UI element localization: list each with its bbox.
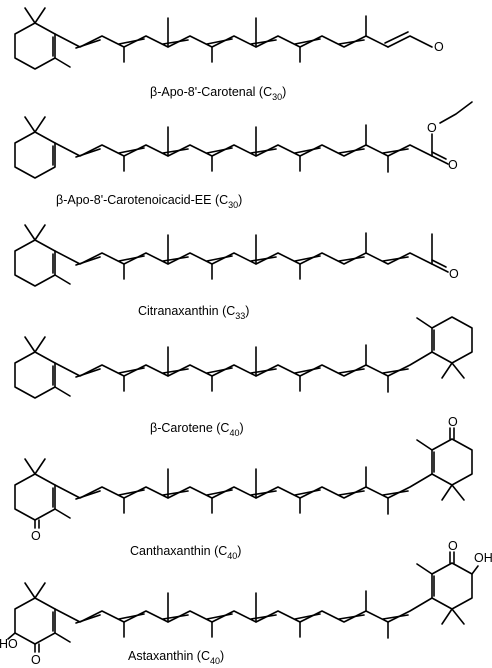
right-ring-ketone-oxygen: O (448, 415, 458, 429)
structure-apo-carotenoic-ester: O O β-Apo-8'-Carotenoicacid-EE (C30) (14, 101, 473, 210)
structure-beta-carotene: β-Carotene (C40) (14, 316, 473, 438)
compound-subscript-beta-carotene: 40 (229, 428, 239, 438)
structure-astaxanthin: O HO O OH Astaxanthin (C40) (0, 539, 492, 667)
svg-text:β-Apo-8'-Carotenoicacid-EE (C3: β-Apo-8'-Carotenoicacid-EE (C30) (56, 193, 242, 210)
svg-text:Citranaxanthin (C33): Citranaxanthin (C33) (138, 304, 249, 321)
left-ring-ketone-oxygen: O (31, 653, 41, 667)
ester-oxygen-label: O (427, 121, 437, 135)
compound-name-astaxanthin: Astaxanthin (C (128, 649, 210, 663)
left-ring-ketone-oxygen: O (31, 529, 41, 543)
ketone-oxygen-label: O (449, 267, 459, 281)
structure-apo-carotenal: O β-Apo-8'-Carotenal (C30) (14, 7, 444, 102)
compound-name-apo-carotenal: β-Apo-8'-Carotenal (C (150, 85, 272, 99)
right-hydroxyl-label: OH (474, 551, 492, 565)
svg-text:Canthaxanthin (C40): Canthaxanthin (C40) (130, 544, 241, 561)
compound-paren-apo-carotenoic-ester: ) (238, 193, 242, 207)
carbonyl-oxygen-label: O (448, 158, 458, 172)
svg-text:β-Carotene (C40): β-Carotene (C40) (150, 421, 244, 438)
compound-subscript-astaxanthin: 40 (210, 656, 220, 666)
compound-name-apo-carotenoic-ester: β-Apo-8'-Carotenoicacid-EE (C (56, 193, 228, 207)
compound-paren-beta-carotene: ) (239, 421, 243, 435)
compound-paren-canthaxanthin: ) (237, 544, 241, 558)
compound-paren-apo-carotenal: ) (282, 85, 286, 99)
compound-name-beta-carotene: β-Carotene (C (150, 421, 229, 435)
compound-subscript-canthaxanthin: 40 (227, 551, 237, 561)
compound-paren-citranaxanthin: ) (245, 304, 249, 318)
compound-subscript-apo-carotenoic-ester: 30 (228, 200, 238, 210)
svg-text:Astaxanthin (C40): Astaxanthin (C40) (128, 649, 224, 666)
compound-subscript-citranaxanthin: 33 (235, 311, 245, 321)
structure-canthaxanthin: O O Canthaxanthin (C40) (14, 415, 473, 561)
compound-paren-astaxanthin: ) (220, 649, 224, 663)
oxygen-atom-label: O (434, 40, 444, 54)
right-ring-ketone-oxygen: O (448, 539, 458, 553)
structure-citranaxanthin: O Citranaxanthin (C33) (14, 224, 459, 321)
compound-name-canthaxanthin: Canthaxanthin (C (130, 544, 227, 558)
compound-subscript-apo-carotenal: 30 (272, 92, 282, 102)
left-hydroxyl-label: HO (0, 637, 18, 651)
svg-text:β-Apo-8'-Carotenal (C30): β-Apo-8'-Carotenal (C30) (150, 85, 286, 102)
compound-name-citranaxanthin: Citranaxanthin (C (138, 304, 235, 318)
